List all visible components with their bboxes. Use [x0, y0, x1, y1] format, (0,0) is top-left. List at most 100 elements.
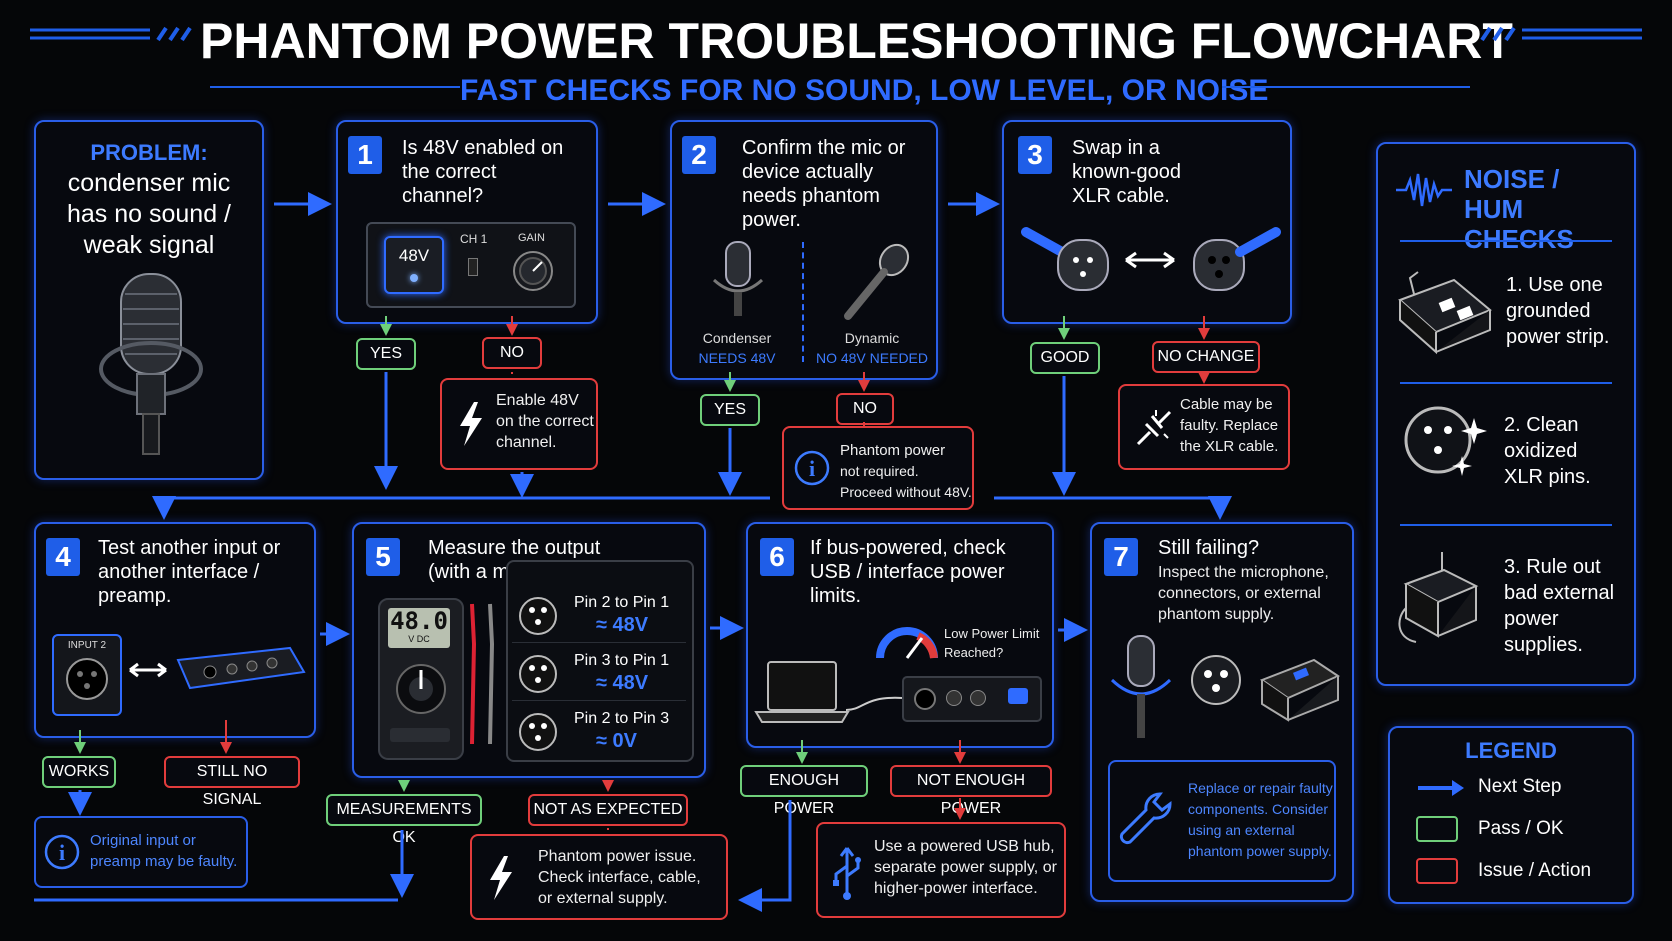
step3-box: 3 Swap in a known-good XLR cable. — [1002, 120, 1292, 324]
merge-line-right — [994, 496, 1232, 520]
step7-info-text: Replace or repair faulty components. Con… — [1188, 780, 1333, 859]
step2-number: 2 — [682, 136, 716, 174]
multimeter-icon: 48.0 V DC — [378, 598, 464, 760]
step5-number: 5 — [366, 538, 400, 576]
input-jack-panel: INPUT 2 — [52, 634, 122, 716]
external-supply-icon — [1398, 552, 1479, 643]
step3-good-label: GOOD — [1030, 342, 1100, 374]
step5-bad-action: Phantom power issue. Check interface, ca… — [470, 834, 728, 920]
preamp-panel: 48V CH 1 GAIN — [366, 222, 576, 308]
step1-text: Is 48V enabled on the correct channel? — [402, 137, 564, 207]
pin-label: Pin 3 to Pin 1 — [574, 652, 670, 669]
condenser-mic-small-icon — [712, 241, 764, 316]
svg-text:i: i — [809, 456, 815, 481]
step4-box: 4 Test another input or another interfac… — [34, 522, 316, 738]
input-jack-label: INPUT 2 — [67, 640, 107, 651]
noise-item-3: 3. Rule out bad external power supplies. — [1504, 556, 1615, 656]
pin-reading-row: Pin 2 to Pin 1≈ 48V — [512, 590, 686, 643]
step5-box: 5 Measure the output (with a multimeter)… — [352, 522, 706, 778]
step4-still-label: STILL NO SIGNAL — [164, 756, 300, 808]
multimeter-unit: V DC — [408, 634, 430, 644]
xlr-female-icon — [1193, 227, 1281, 291]
legend-next: Next Step — [1478, 776, 1562, 797]
mic-divider — [802, 242, 804, 362]
laptop-icon — [754, 661, 850, 723]
noise-item-1: 1. Use one grounded power strip. — [1506, 274, 1610, 348]
dynamic-no-48v-label: NO 48V NEEDED — [815, 350, 929, 366]
header-right-stripes — [1480, 24, 1642, 44]
broken-cable-icon — [1136, 410, 1172, 446]
step1-number: 1 — [348, 136, 382, 174]
multimeter-display: 48.0 V DC — [388, 608, 450, 648]
gain-knob-icon[interactable] — [508, 246, 558, 296]
xlr-male-icon — [1021, 227, 1109, 291]
step4-works-info-text: Original input or preamp may be faulty. — [90, 832, 238, 870]
multimeter-reading: 48.0 — [390, 607, 448, 635]
pin-label: Pin 2 to Pin 3 — [574, 710, 670, 727]
step7-number: 7 — [1104, 538, 1138, 576]
dynamic-label: Dynamic — [844, 330, 900, 346]
xlr-pin-diagram-icon — [519, 597, 557, 635]
noise-panel: NOISE / HUM CHECKS 1. Use one grounded p… — [1376, 142, 1636, 686]
problem-label: PROBLEM: — [90, 140, 208, 165]
power-strip-icon — [1398, 271, 1492, 355]
step2-no-info-1: Phantom power — [840, 442, 946, 459]
noise-title: NOISE / HUM CHECKS — [1464, 164, 1574, 254]
step1-box: 1 Is 48V enabled on the correct channel?… — [336, 120, 598, 324]
info-icon: i — [794, 450, 830, 486]
info-icon: i — [44, 834, 80, 870]
channel-switch-icon[interactable] — [468, 258, 478, 276]
step2-no-info-2: not required. — [840, 463, 919, 479]
phantom-48v-button[interactable]: 48V — [384, 236, 444, 294]
condenser-mic-icon — [99, 273, 203, 455]
step2-no-info-3: Proceed without 48V. — [840, 484, 972, 500]
legend-pass-swatch — [1416, 816, 1458, 842]
step7-info: Replace or repair faulty components. Con… — [1108, 760, 1336, 882]
pin-value: ≈ 48V — [596, 672, 649, 694]
step2-no-info: i Phantom power not required. Proceed wi… — [782, 426, 974, 510]
step5-bad-label: NOT AS EXPECTED — [528, 794, 688, 826]
step6-text: If bus-powered, check USB / interface po… — [810, 537, 1006, 607]
swap-arrow-icon — [1125, 251, 1175, 269]
wrench-icon — [1119, 792, 1172, 845]
interface-device-icon — [902, 676, 1042, 722]
legend-issue-swatch — [1416, 858, 1458, 884]
probe-jacks — [390, 728, 450, 742]
noise-divider-1 — [1400, 240, 1612, 242]
step7-title: Still failing? — [1158, 537, 1260, 559]
subtitle-rule-left — [210, 86, 460, 88]
pin-value: ≈ 48V — [596, 614, 649, 636]
step7-box: 7 Still failing? Inspect the microphone,… — [1090, 522, 1354, 902]
condenser-needs-label: NEEDS 48V — [698, 350, 776, 366]
pin-reading-row: Pin 2 to Pin 3 ≈ 0V — [512, 706, 686, 758]
step1-no-action-text: Enable 48V on the correct channel. — [496, 392, 594, 451]
step1-no-action: Enable 48V on the correct channel. — [440, 378, 598, 470]
gauge-icon — [876, 627, 938, 659]
step1-no-label: NO — [482, 337, 542, 369]
xlr-pin-diagram-icon — [519, 655, 557, 693]
legend-pass: Pass / OK — [1478, 818, 1564, 839]
phantom-48v-label: 48V — [398, 246, 430, 265]
gauge-text: Low Power Limit Reached? — [944, 626, 1040, 660]
problem-box: PROBLEM: condenser mic has no sound / we… — [34, 120, 264, 480]
step1-yes-label: YES — [356, 338, 416, 370]
lightning-icon — [490, 856, 512, 900]
xlr-pins-sparkle-icon — [1404, 406, 1487, 476]
svg-text:i: i — [59, 840, 65, 865]
header-left-stripes — [30, 24, 192, 44]
noise-divider-3 — [1400, 524, 1612, 526]
step6-box: 6 If bus-powered, check USB / interface … — [746, 522, 1054, 748]
step6-number: 6 — [760, 538, 794, 576]
arrow-enough-down — [738, 800, 792, 912]
legend-panel: LEGEND Next Step Pass / OK Issue / Actio… — [1388, 726, 1634, 904]
step4-works-label: WORKS — [42, 756, 116, 788]
step2-no-label: NO — [836, 393, 894, 425]
legend-arrow-icon — [1418, 780, 1464, 796]
step3-nochange-action: Cable may be faulty. Replace the XLR cab… — [1118, 384, 1290, 470]
pin-value: ≈ 0V — [596, 730, 637, 752]
step5-ok-label: MEASUREMENTS OK — [326, 794, 482, 846]
test-probes-icon — [470, 603, 495, 745]
step2-box: 2 Confirm the mic or device actually nee… — [670, 120, 938, 380]
problem-text: condenser mic has no sound / weak signal — [66, 169, 231, 259]
